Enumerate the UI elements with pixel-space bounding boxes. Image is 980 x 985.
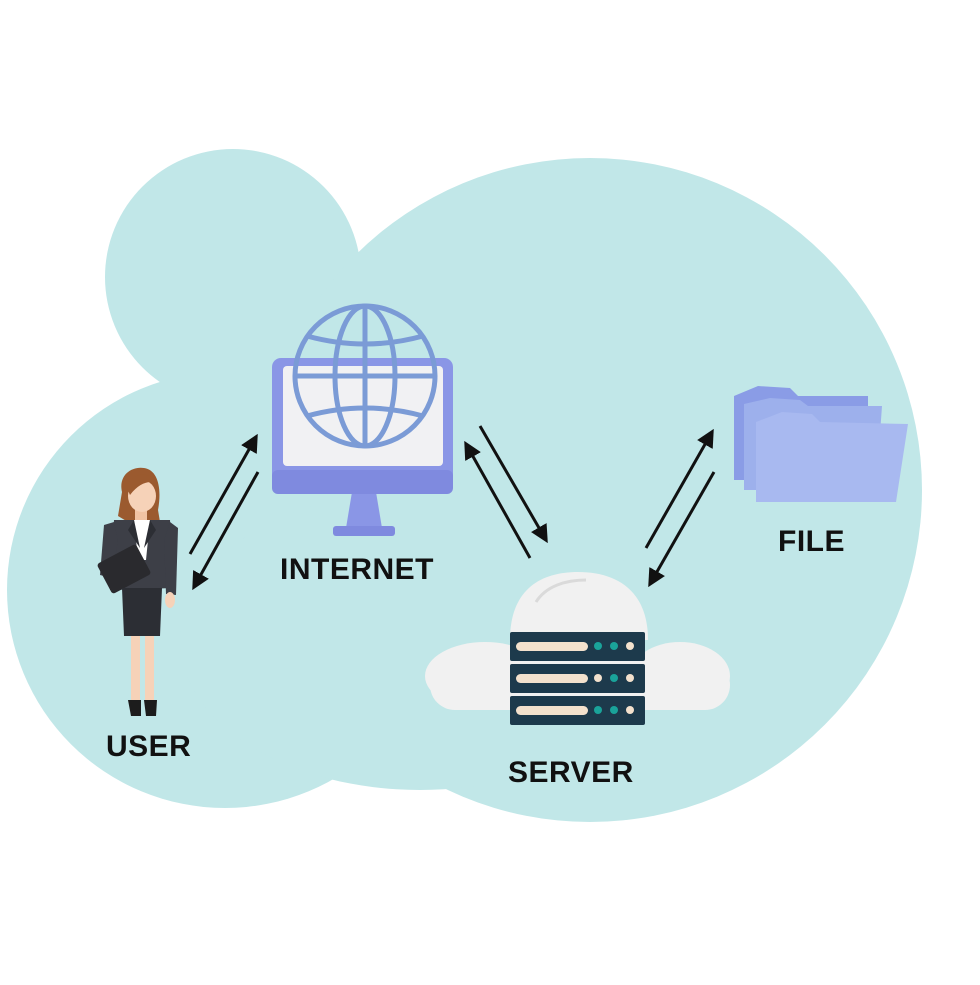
arrow-internet-to-user (192, 471, 260, 591)
cloud-server-icon (425, 572, 730, 725)
arrow-server-to-file (644, 428, 714, 549)
connection-arrows (188, 425, 716, 591)
folders-icon (734, 386, 908, 502)
arrow-user-to-internet (188, 433, 258, 555)
server-rack (510, 632, 645, 725)
arrow-file-to-server (648, 471, 716, 588)
businesswoman-icon (97, 467, 178, 716)
server-label: SERVER (508, 756, 634, 789)
file-label: FILE (778, 525, 845, 558)
arrow-server-to-internet (464, 440, 532, 559)
globe-monitor-icon (272, 303, 453, 536)
internet-label: INTERNET (280, 553, 434, 586)
arrow-internet-to-server (478, 425, 548, 544)
user-label: USER (106, 730, 192, 763)
